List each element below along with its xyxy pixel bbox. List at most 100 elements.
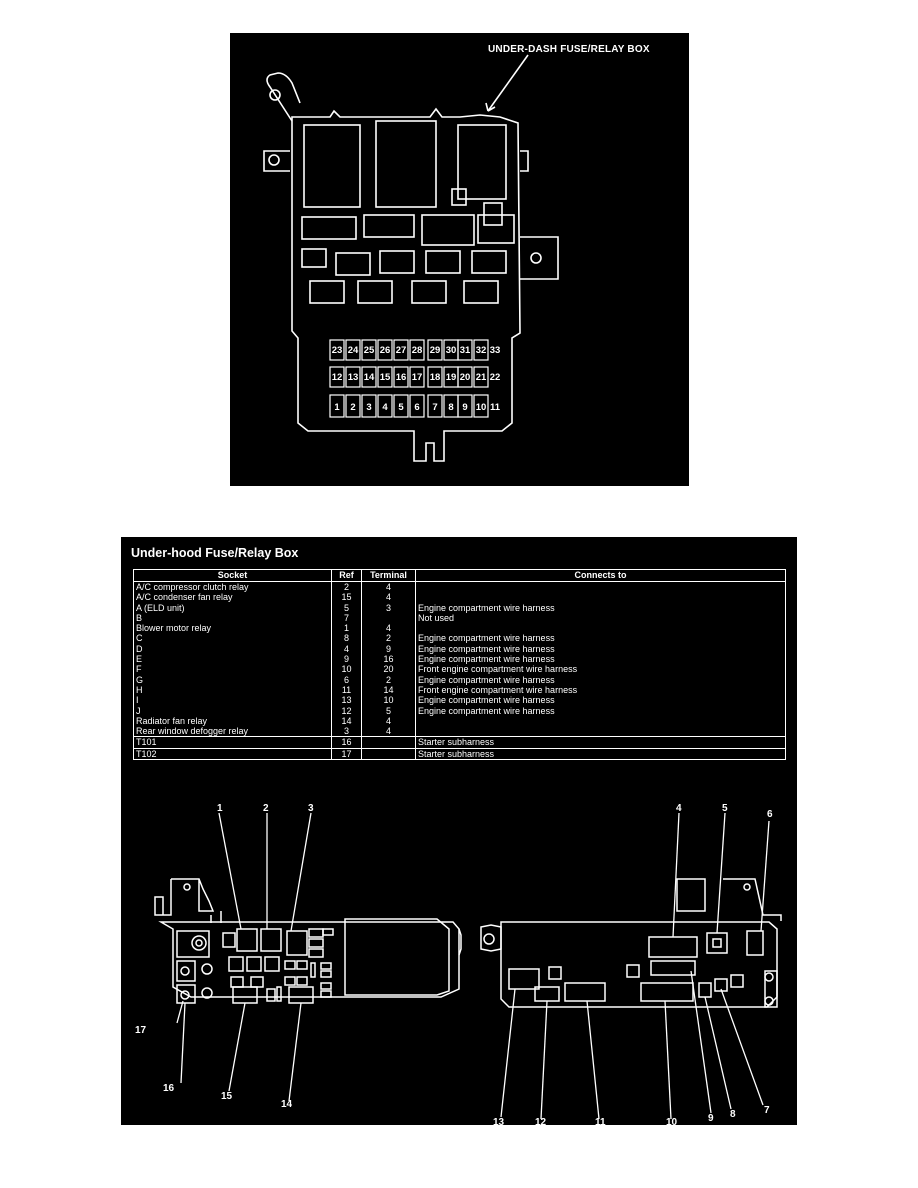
fuse-number: 4: [382, 402, 388, 413]
right-side-tab-hole: [530, 252, 542, 264]
fuse-number: 21: [476, 372, 487, 383]
cell-connects: Engine compartment wire harness: [415, 674, 786, 685]
callout-5: 5: [722, 803, 728, 814]
right-upper-tab: [520, 150, 529, 172]
fuse-number: 3: [366, 402, 371, 413]
callout-1: 1: [217, 803, 223, 814]
fuse-number: 19: [446, 372, 457, 383]
socket-2: [379, 250, 415, 274]
fuse-number: 12: [332, 372, 343, 383]
header-terminal: Terminal: [361, 569, 416, 582]
cell-connects: Front engine compartment wire harness: [415, 684, 786, 696]
under-dash-box-label: UNDER-DASH FUSE/RELAY BOX: [488, 44, 650, 55]
cell-connects: Engine compartment wire harness: [415, 633, 786, 644]
mini-relay-1: [309, 280, 345, 304]
callout-9: 9: [708, 1113, 714, 1124]
cell-connects: Not used: [415, 612, 786, 624]
under-hood-title: Under-hood Fuse/Relay Box: [131, 546, 299, 560]
left-side-tab: [263, 150, 290, 172]
callout-8: 8: [730, 1109, 736, 1120]
fuse-number: 29: [430, 345, 441, 356]
fuse-number: 26: [380, 345, 391, 356]
fuse-number: 23: [332, 345, 343, 356]
socket-3: [425, 250, 461, 274]
fuse-number: 1: [334, 402, 340, 413]
relay-large-3: [457, 124, 507, 200]
cell-connects: [415, 726, 786, 737]
relay-small-1: [451, 188, 467, 206]
fuse-outlines: [329, 339, 489, 418]
cell-connects: Engine compartment wire harness: [415, 654, 786, 665]
fuse-number: 18: [430, 372, 441, 383]
fuse-number: 15: [380, 372, 391, 383]
relay-large-2: [375, 120, 437, 208]
left-box-view: [154, 878, 462, 1004]
right-box-view: [480, 878, 782, 1008]
mini-relay-3: [411, 280, 447, 304]
fuse-number: 30: [446, 345, 457, 356]
left-upper-tab: [266, 72, 301, 122]
connector-2: [363, 214, 415, 238]
fuse-number: 6: [414, 402, 419, 413]
label-pointer-line: [487, 54, 529, 112]
socket-4: [471, 250, 507, 274]
socket-table: Socket Ref Terminal Connects to A/C comp…: [133, 569, 786, 761]
mini-relay-2: [357, 280, 393, 304]
leader-lines: [176, 812, 770, 1120]
cell-connects: Front engine compartment wire harness: [415, 664, 786, 675]
fuse-number: 22: [490, 372, 501, 383]
cell-connects: Starter subharness: [415, 747, 786, 760]
cell-connects: Engine compartment wire harness: [415, 643, 786, 655]
callout-17: 17: [135, 1025, 147, 1036]
fuse-number: 24: [348, 345, 359, 356]
right-side-tab: [520, 236, 559, 280]
under-dash-diagram-panel: 23 24 25 26 27 28 29 30 31 32 33 12 13 1…: [230, 33, 689, 486]
fuse-number: 11: [490, 402, 501, 413]
connector-1: [301, 216, 357, 240]
fuse-number: 20: [460, 372, 471, 383]
label-pointer-arrowhead: [485, 102, 496, 112]
fuse-number: 14: [364, 372, 375, 383]
cell-connects: Starter subharness: [415, 736, 786, 749]
left-upper-tab-hole: [269, 89, 281, 101]
fuse-number: 13: [348, 372, 359, 383]
cell-connects: Engine compartment wire harness: [415, 602, 786, 613]
cell-connects: [415, 623, 786, 634]
socket-1: [335, 252, 371, 276]
cell-connects: Engine compartment wire harness: [415, 705, 786, 716]
under-hood-panel: Under-hood Fuse/Relay Box Socket Ref Ter…: [121, 537, 797, 1128]
fuse-number: 7: [432, 402, 437, 413]
callout-10: 10: [666, 1117, 678, 1128]
table-header-row: Socket Ref Terminal Connects to: [133, 569, 786, 582]
under-dash-box-drawing: 23 24 25 26 27 28 29 30 31 32 33 12 13 1…: [263, 54, 559, 462]
connector-5: [301, 248, 327, 268]
callout-2: 2: [263, 803, 269, 814]
callout-11: 11: [595, 1117, 606, 1128]
relay-small-2: [483, 202, 503, 226]
callout-3: 3: [308, 803, 314, 814]
cell-connects: [415, 715, 786, 727]
cell-connects: [415, 592, 786, 603]
relay-large-1: [303, 124, 361, 208]
callout-4: 4: [676, 803, 682, 814]
callout-16: 16: [163, 1083, 175, 1094]
fuse-number: 10: [476, 402, 487, 413]
box-outline: [291, 107, 521, 462]
fuse-number: 31: [460, 345, 471, 356]
cell-connects: Engine compartment wire harness: [415, 695, 786, 706]
callout-6: 6: [767, 809, 773, 820]
left-side-tab-hole: [268, 154, 280, 166]
cell-connects: [415, 581, 786, 593]
